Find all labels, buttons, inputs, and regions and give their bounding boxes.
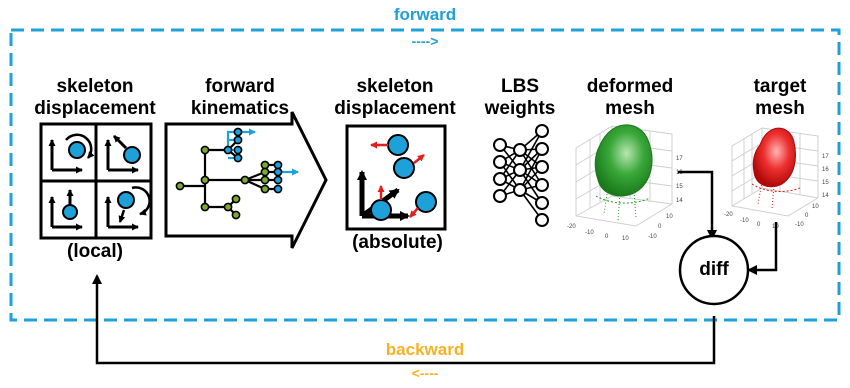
deformed-y-tick-2: 0 — [658, 224, 662, 230]
backward-label: backward — [385, 340, 465, 359]
target-mesh-plot: 17 16 15 14 -20 -10 0 10 -10 0 10 — [724, 127, 829, 230]
target-mesh-title-line2: mesh — [755, 98, 805, 119]
deformed-x-tick-3: 0 — [605, 234, 609, 240]
target-y-tick-1: -10 — [795, 222, 804, 228]
skeleton-absolute-title-line2: displacement — [334, 98, 456, 119]
deformed-z-tick-1: 17 — [676, 156, 683, 162]
lbs-title-line2: weights — [484, 98, 556, 119]
deformed-mesh-title-line1: deformed — [586, 76, 674, 97]
target-z-tick-3: 15 — [822, 180, 829, 186]
target-z-tick-2: 16 — [822, 167, 829, 173]
target-y-tick-2: 0 — [805, 213, 809, 219]
target-y-tick-3: 10 — [812, 204, 819, 210]
local-joint-cell-4 — [104, 186, 151, 231]
forward-direction-arrow: ----> — [411, 33, 439, 49]
backward-direction-arrow: <---- — [411, 365, 439, 381]
deformed-z-tick-4: 14 — [676, 198, 683, 204]
skeleton-absolute-title-line1: skeleton — [356, 76, 434, 97]
backward-path — [92, 274, 716, 365]
deformed-x-tick-1: -20 — [567, 224, 576, 230]
target-x-tick-1: -20 — [724, 212, 733, 218]
forward-loop-border — [9, 28, 841, 322]
target-z-tick-1: 17 — [822, 154, 829, 160]
local-joint-cell-3 — [48, 189, 83, 231]
deformed-mesh-title-line2: mesh — [605, 98, 655, 119]
target-z-tick-4: 14 — [822, 193, 829, 199]
deformed-mesh-plot: 17 16 15 14 -20 -10 0 10 -10 0 10 — [567, 124, 683, 242]
target-to-diff-arrow — [747, 222, 778, 275]
local-joint-cell-2 — [104, 134, 141, 174]
deformed-z-tick-3: 15 — [676, 184, 683, 190]
target-x-tick-2: -10 — [740, 218, 749, 224]
kinematic-joints — [175, 127, 283, 220]
forward-kinematics-title-line1: forward — [205, 76, 275, 97]
lbs-title-line1: LBS — [501, 76, 539, 97]
deformed-x-tick-2: -10 — [585, 230, 594, 236]
skeleton-absolute-caption: (absolute) — [352, 232, 443, 253]
deformed-x-tick-4: 10 — [622, 236, 629, 242]
diff-node — [678, 234, 750, 306]
lbs-network — [493, 124, 549, 227]
deformed-y-tick-1: -10 — [648, 234, 657, 240]
target-mesh-title-line1: target — [753, 76, 807, 97]
deformed-to-diff-arrow — [678, 170, 717, 240]
deformed-y-tick-3: 10 — [666, 214, 673, 220]
diff-label: diff — [699, 259, 729, 280]
absolute-displacement-box — [345, 124, 447, 231]
target-x-tick-3: 0 — [757, 222, 761, 228]
forward-label: forward — [393, 5, 457, 24]
skeleton-local-title-line1: skeleton — [56, 76, 134, 97]
forward-kinematics-title-line2: kinematics — [190, 98, 290, 119]
local-joint-cell-1 — [48, 133, 95, 174]
skeleton-local-caption: (local) — [67, 241, 123, 262]
skeleton-local-title-line2: displacement — [34, 98, 156, 119]
forward-kinematics-block — [164, 111, 328, 249]
local-displacement-grid — [39, 122, 153, 240]
